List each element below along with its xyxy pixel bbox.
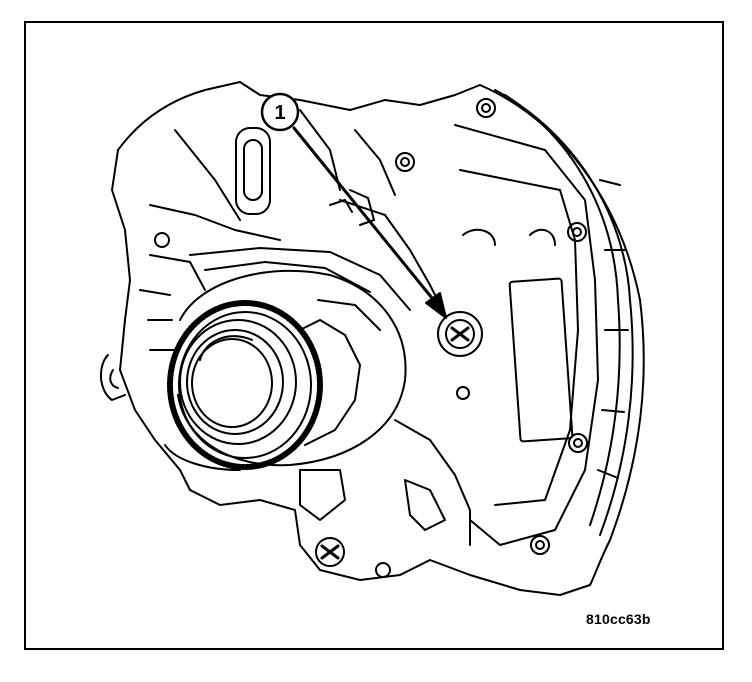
cover-plate	[454, 84, 645, 586]
callout-balloon: 1	[260, 92, 300, 132]
screw-lower	[315, 537, 345, 567]
ring-gear-assembly	[164, 247, 411, 471]
housing-ribs	[139, 109, 471, 546]
ring-gear	[167, 300, 323, 470]
screw-target	[437, 311, 483, 357]
housing-outline	[100, 81, 591, 596]
callout-number: 1	[274, 102, 285, 124]
bearing-outer	[179, 319, 297, 445]
figure-id: 810cc63b	[586, 611, 651, 627]
plate-label-slot	[508, 277, 574, 443]
mounting-holes	[154, 98, 588, 578]
leader-arrow	[292, 126, 447, 319]
bearing-bore	[191, 338, 273, 428]
